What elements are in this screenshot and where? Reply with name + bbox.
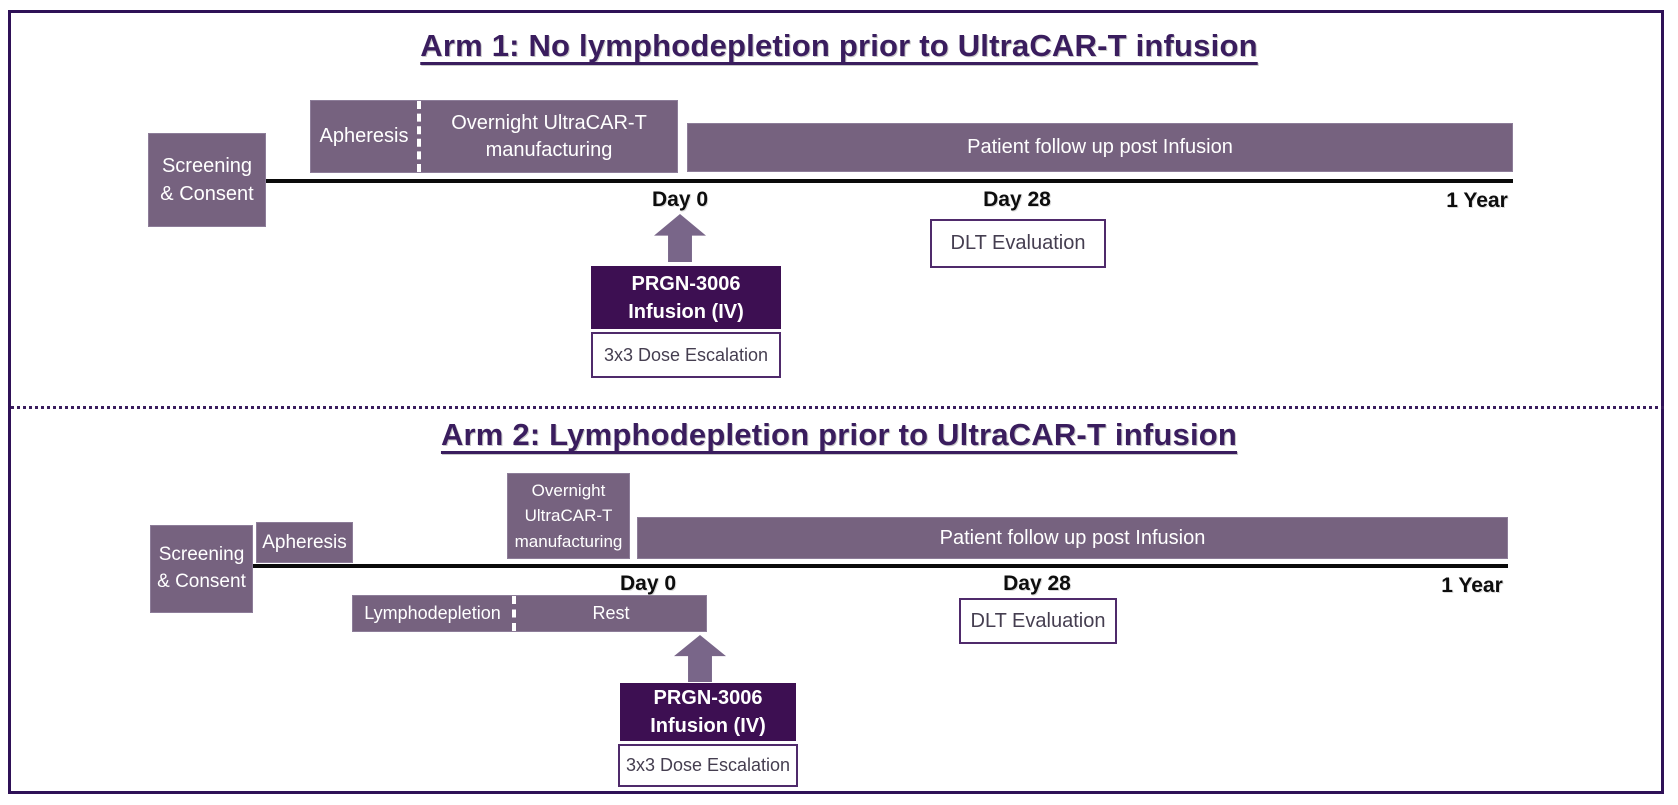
arms-dotted-divider	[11, 406, 1664, 409]
arm1-tick-day0: Day 0	[651, 188, 709, 211]
arm2-rest-box: Rest	[516, 596, 706, 631]
arm1-manufacturing-label: Overnight UltraCAR-T manufacturing	[451, 111, 647, 161]
arm1-followup-bar: Patient follow up post Infusion	[687, 123, 1513, 172]
arm1-apheresis-box: Apheresis	[311, 101, 417, 172]
arm1-followup-label: Patient follow up post Infusion	[967, 136, 1233, 158]
arm1-tick-day28: Day 28	[983, 188, 1051, 211]
arm1-dlt-evaluation-box: DLT Evaluation	[930, 219, 1106, 268]
arm2-lymphodepletion-label: Lymphodepletion	[364, 603, 501, 623]
arm2-timeline	[253, 564, 1508, 568]
arm2-tick-day0: Day 0	[619, 572, 677, 595]
arm1-timeline	[266, 179, 1513, 183]
arm1-title: Arm 1: No lymphodepletion prior to Ultra…	[420, 28, 1258, 63]
arm2-manufacturing-label: Overnight UltraCAR-T manufacturing	[514, 480, 623, 551]
arm2-dashed-divider	[512, 596, 516, 631]
arm2-manufacturing-box: Overnight UltraCAR-T manufacturing	[507, 473, 630, 559]
arm1-dose-escalation-box: 3x3 Dose Escalation	[591, 332, 781, 378]
arm1-manufacturing-box: Overnight UltraCAR-T manufacturing	[421, 101, 677, 172]
arm2-prgn-infusion-box: PRGN-3006 Infusion (IV)	[620, 683, 796, 741]
arm2-lymphodepletion-rest-bar: Lymphodepletion Rest	[352, 595, 707, 632]
arm2-lymphodepletion-box: Lymphodepletion	[353, 596, 512, 631]
arm2-followup-label: Patient follow up post Infusion	[939, 526, 1206, 549]
arm1-apheresis-manufacturing-bar: Apheresis Overnight UltraCAR-T manufactu…	[310, 100, 678, 173]
arm2-dlt-evaluation-box: DLT Evaluation	[959, 598, 1117, 644]
arm1-prgn-infusion-box: PRGN-3006 Infusion (IV)	[591, 266, 781, 329]
arm2-tick-1year: 1 Year	[1441, 574, 1503, 597]
arm1-apheresis-label: Apheresis	[319, 125, 409, 147]
arm1-tick-1year: 1 Year	[1446, 189, 1508, 212]
arm2-tick-day28: Day 28	[1003, 572, 1071, 595]
arm2-screening-consent-box: Screening & Consent	[150, 525, 253, 613]
arm2-title: Arm 2: Lymphodepletion prior to UltraCAR…	[440, 417, 1238, 452]
arm2-rest-label: Rest	[592, 603, 630, 623]
arm1-dashed-divider	[417, 101, 421, 172]
arm2-apheresis-box: Apheresis	[256, 522, 353, 563]
arm2-dose-escalation-box: 3x3 Dose Escalation	[618, 744, 798, 787]
outer-frame	[8, 10, 1664, 794]
arm1-screening-consent-box: Screening & Consent	[148, 133, 266, 227]
arm2-followup-bar: Patient follow up post Infusion	[637, 517, 1508, 559]
